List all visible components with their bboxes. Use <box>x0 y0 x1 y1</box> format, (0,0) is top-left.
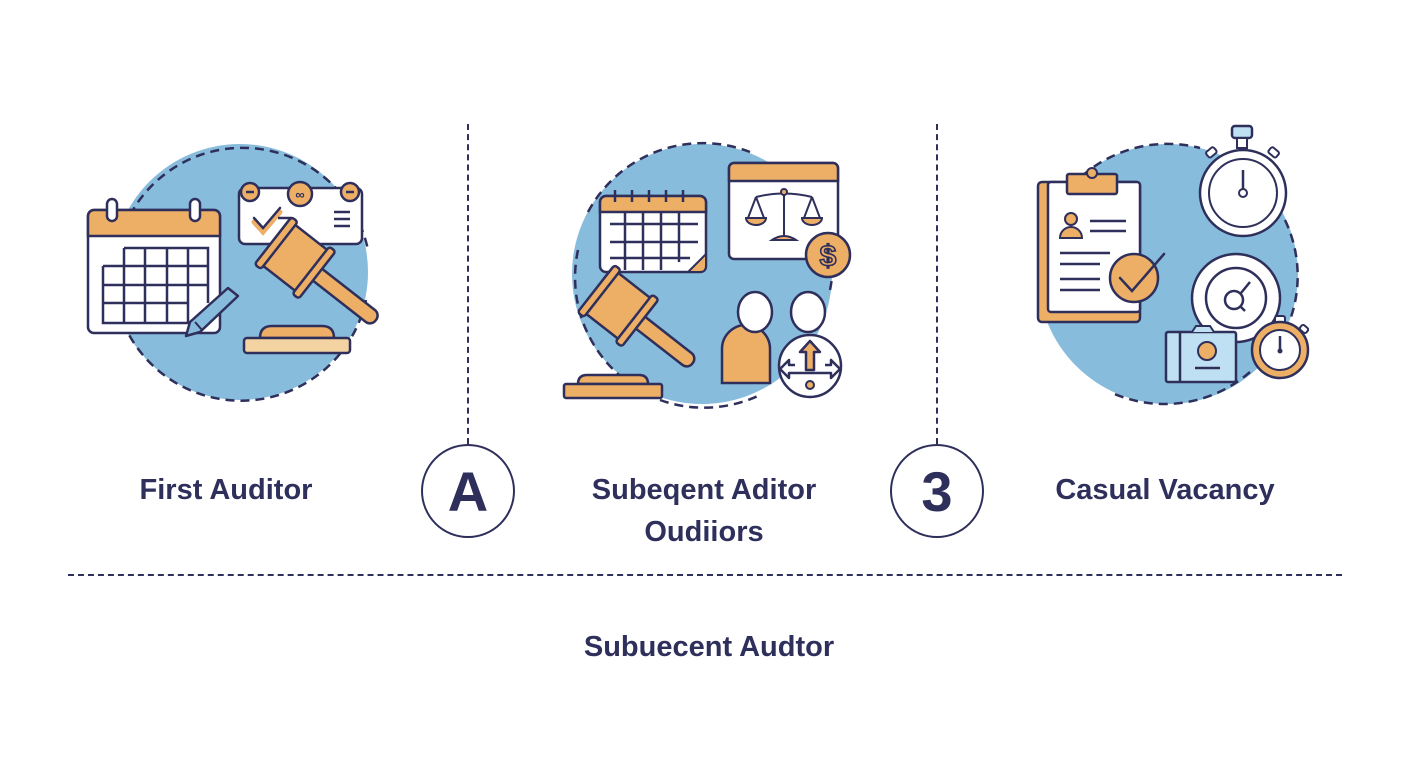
approval-card-icon: ∞ <box>237 180 364 246</box>
section-label-line-1: Subeqent Aditor <box>591 474 817 506</box>
section-label-first-auditor: First Auditor <box>139 474 313 506</box>
directions-arrows-icon <box>777 333 843 399</box>
stopwatch-icon <box>1198 124 1288 238</box>
scales-of-justice-icon <box>727 161 840 261</box>
pencil-icon <box>184 286 240 338</box>
small-stopwatch-icon <box>1250 315 1310 380</box>
section-label-line-2: Oudiiors <box>644 516 764 548</box>
section-label-casual-vacancy: Casual Vacancy <box>1055 474 1275 506</box>
section-label-subsequent-auditor: Subeqent Aditor Oudiiors <box>554 469 854 553</box>
separator-1 <box>467 124 469 444</box>
horizontal-divider <box>68 574 1342 576</box>
step-marker-a: A <box>421 444 515 538</box>
dollar-coin-icon: $ <box>804 231 852 279</box>
step-marker-3: 3 <box>890 444 984 538</box>
gavel-block-icon <box>562 373 664 400</box>
gavel-icon <box>254 216 379 325</box>
footer-label: Subuecent Audtor <box>583 631 835 663</box>
svg-text:$: $ <box>820 240 837 273</box>
separator-2 <box>936 124 938 444</box>
people-icon <box>720 290 827 385</box>
calendar-icon <box>598 190 708 274</box>
step-marker-a-text: A <box>447 459 489 523</box>
id-card-icon <box>1164 325 1238 384</box>
step-marker-3-text: 3 <box>921 459 953 523</box>
gavel-block-icon <box>242 324 352 355</box>
target-search-icon <box>1190 252 1282 344</box>
calendar-icon <box>86 197 222 335</box>
gavel-icon <box>577 264 696 368</box>
checkmark-badge-icon <box>1108 252 1166 304</box>
svg-text:∞: ∞ <box>295 187 304 202</box>
